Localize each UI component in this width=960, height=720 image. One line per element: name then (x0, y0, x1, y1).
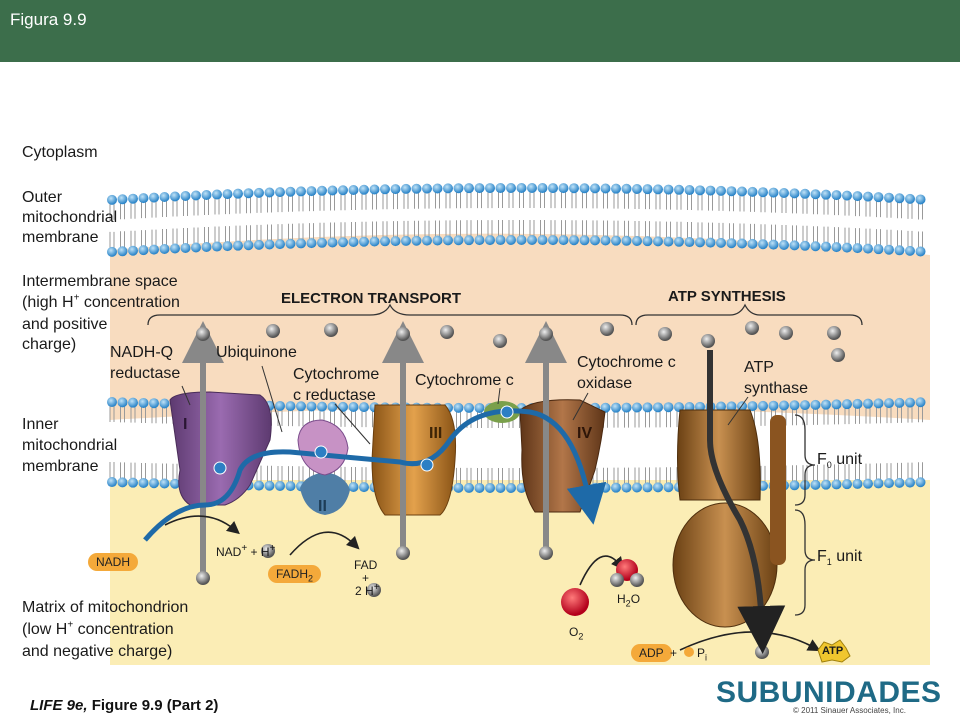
nadh-q-label-1: NADH-Q (110, 344, 174, 361)
ubiquinone-label: Ubiquinone (216, 344, 297, 361)
o2-label: O2 (569, 625, 584, 642)
numeral-IV: IV (577, 425, 593, 442)
fad-plus: + (362, 571, 370, 585)
intermembrane-label-3: and positive (22, 316, 108, 333)
adp-plus: + (670, 646, 678, 660)
proton-ion (600, 322, 614, 336)
atp-burst (817, 639, 851, 663)
fad-label: FAD (354, 558, 378, 572)
mitochondrion-diagram (107, 183, 930, 665)
cyt-c-reductase-label-1: Cytochrome (293, 366, 380, 383)
h2o-label: H2O (617, 592, 641, 609)
fadh2-pill: FADH2 (268, 565, 322, 583)
atp-label: ATP (822, 645, 844, 657)
f1-unit-label: F1 unit (817, 548, 863, 568)
figure-caption: LIFE 9e, Figure 9.9 (Part 2) (30, 697, 219, 714)
water-molecule-h1 (610, 573, 624, 587)
intermembrane-area (110, 233, 930, 420)
subunidades-label: SUBUNIDADES (716, 676, 942, 709)
proton-ion (755, 645, 769, 659)
complex-III (371, 404, 456, 516)
inner-membrane-label-2: mitochondrial (22, 437, 118, 454)
atp-synthesis-heading: ATP SYNTHESIS (668, 288, 786, 305)
electron-marker (500, 405, 514, 419)
water-molecule-h2 (630, 573, 644, 587)
oxygen-reaction-arrow (579, 555, 625, 586)
matrix-label-3: and negative charge) (22, 643, 173, 660)
inner-membrane-label-1: Inner (22, 416, 59, 433)
nad-label: NAD+ + H+ (216, 543, 276, 560)
proton-ion (493, 334, 507, 348)
header-bar: Figura 9.9 (0, 0, 960, 62)
nadh-q-label-2: reductase (110, 365, 181, 382)
atp-bracket (635, 303, 863, 326)
matrix-area (110, 480, 930, 665)
atp-synthase-label-2: synthase (744, 380, 809, 397)
intermembrane-label-1: Intermembrane space (22, 273, 178, 290)
complex-II (300, 472, 350, 515)
cyt-c-reductase-label-2: c reductase (293, 387, 376, 404)
copyright: © 2011 Sinauer Associates, Inc. (793, 706, 906, 715)
matrix-label-1: Matrix of mitochondrion (22, 599, 189, 616)
adp-pill: ADP (631, 644, 672, 662)
outer-membrane-label-2: mitochondrial (22, 209, 118, 226)
cytoplasm-label: Cytoplasm (22, 144, 98, 161)
electron-marker (314, 445, 328, 459)
proton-ion (196, 327, 210, 341)
proton-ion (367, 583, 381, 597)
f0-bracket (794, 414, 816, 506)
cyt-c-oxidase-label-2: oxidase (577, 375, 633, 392)
f0-unit-label: F0 unit (817, 451, 863, 471)
outer-membrane-label-3: membrane (22, 229, 99, 246)
f1-bracket (794, 509, 816, 616)
proton-ion (827, 326, 841, 340)
leader-lines (181, 365, 749, 445)
proton-ion (440, 325, 454, 339)
outer-membrane (107, 183, 926, 257)
atp-synthase-stalk (770, 415, 786, 565)
nadh-pill: NADH (88, 553, 139, 571)
proton-ion (831, 348, 845, 362)
electron-path (143, 408, 607, 542)
numeral-II: II (318, 498, 327, 515)
proton-ion (324, 323, 338, 337)
electron-transport-heading: ELECTRON TRANSPORT (281, 290, 461, 307)
cyt-c-oxidase-label-1: Cytochrome c (577, 354, 676, 371)
atp-synthase-F0 (677, 409, 761, 501)
inner-membrane-label-3: membrane (22, 458, 99, 475)
atp-synthase-label-1: ATP (744, 359, 774, 376)
pi-dot (684, 647, 694, 657)
numeral-I: I (183, 416, 188, 433)
proton-ion (266, 324, 280, 338)
electron-marker (420, 458, 434, 472)
outer-membrane-label-1: Outer (22, 189, 63, 206)
matrix-label-2: (low H+ concentration (22, 619, 174, 638)
proton-ion (701, 334, 715, 348)
proton-ion (539, 546, 553, 560)
numeral-III: III (429, 425, 443, 442)
electron-marker (213, 461, 227, 475)
fadh2-reaction-arrow (289, 531, 360, 556)
proton-ion (396, 327, 410, 341)
proton-ion (261, 544, 275, 558)
complex-I (169, 391, 272, 506)
proton-ion (196, 571, 210, 585)
cyt-c-label: Cytochrome c (415, 372, 514, 389)
proton-ion (539, 327, 553, 341)
nadh-reaction-arrow (164, 515, 240, 535)
proton-flow-atp (707, 350, 786, 654)
oxygen-molecule (561, 588, 589, 616)
fad-two-h: 2 H+ (355, 582, 380, 599)
proton-ion (396, 546, 410, 560)
intermembrane-label-4: charge) (22, 336, 77, 353)
slide-title: Figura 9.9 (10, 10, 87, 29)
et-bracket (147, 303, 633, 326)
proton-ion (658, 327, 672, 341)
atp-reaction-arrow (679, 631, 821, 652)
pi-label: Pi (697, 646, 708, 663)
proton-ion (779, 326, 793, 340)
proton-ion (745, 321, 759, 335)
intermembrane-label-2: (high H+ concentration (22, 292, 180, 311)
